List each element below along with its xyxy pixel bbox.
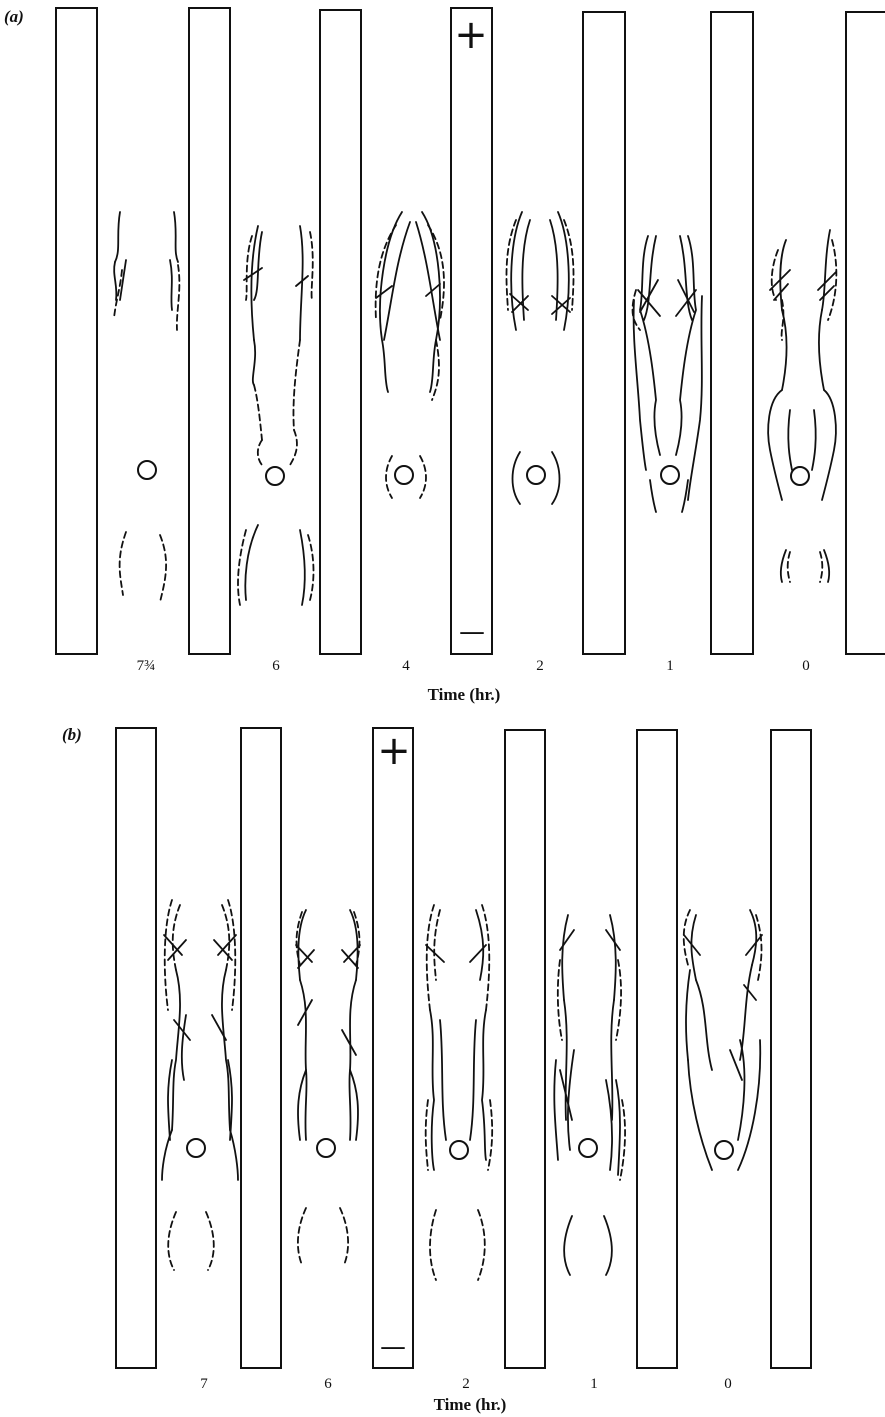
frame-bar xyxy=(637,730,677,1368)
centromere-circle xyxy=(715,1141,733,1159)
frame-bar xyxy=(241,728,281,1368)
centromere-circle xyxy=(266,467,284,485)
centromere-circle xyxy=(395,466,413,484)
centromere-circle xyxy=(791,467,809,485)
time-label: 1 xyxy=(666,658,674,674)
spindle-drawing xyxy=(506,212,573,504)
time-label: 6 xyxy=(272,658,280,674)
spindle-drawing xyxy=(684,910,762,1170)
centromere-circle xyxy=(317,1139,335,1157)
axis-title: Time (hr.) xyxy=(428,685,501,704)
frame-bar xyxy=(771,730,811,1368)
spindle-drawing xyxy=(376,212,444,498)
spindle-drawing xyxy=(554,915,625,1275)
panel-a-label: (a) xyxy=(4,7,24,26)
frame-bar xyxy=(505,730,545,1368)
spindle-drawing xyxy=(114,212,179,602)
spindle-drawing xyxy=(426,905,492,1280)
frame-bar xyxy=(189,8,230,654)
minus-sign: — xyxy=(380,1332,406,1362)
frame-bar xyxy=(320,10,361,654)
spindle-drawing xyxy=(633,236,702,512)
time-label: 1 xyxy=(590,1376,598,1392)
minus-sign: — xyxy=(459,617,485,647)
frame-bar xyxy=(711,12,753,654)
centromere-circle xyxy=(450,1141,468,1159)
electrode-bar xyxy=(451,8,492,654)
time-label: 2 xyxy=(462,1376,470,1392)
centromere-circle xyxy=(187,1139,205,1157)
frame-bar xyxy=(56,8,97,654)
axis-title: Time (hr.) xyxy=(434,1395,507,1414)
spindle-drawing xyxy=(162,900,238,1270)
frame-bar xyxy=(846,12,885,654)
time-label: 2 xyxy=(536,658,544,674)
centromere-circle xyxy=(138,461,156,479)
centromere-circle xyxy=(661,466,679,484)
electrode-bar xyxy=(373,728,413,1368)
frame-bar xyxy=(583,12,625,654)
spindle-drawing xyxy=(768,230,836,582)
panel-b: (b) + — xyxy=(62,725,811,1414)
panel-a: (a) + — xyxy=(4,7,885,704)
plus-sign: + xyxy=(454,12,488,58)
spindle-drawing xyxy=(296,910,360,1265)
panel-b-label: (b) xyxy=(62,725,82,744)
centromere-circle xyxy=(579,1139,597,1157)
spindle-drawing xyxy=(238,226,314,605)
time-label: 4 xyxy=(402,658,410,674)
centromere-circle xyxy=(527,466,545,484)
time-label: 7¾ xyxy=(137,658,156,674)
time-label: 0 xyxy=(724,1376,732,1392)
plus-sign: + xyxy=(377,728,411,774)
frame-bar xyxy=(116,728,156,1368)
time-label: 0 xyxy=(802,658,810,674)
time-label: 6 xyxy=(324,1376,332,1392)
time-label: 7 xyxy=(200,1376,208,1392)
